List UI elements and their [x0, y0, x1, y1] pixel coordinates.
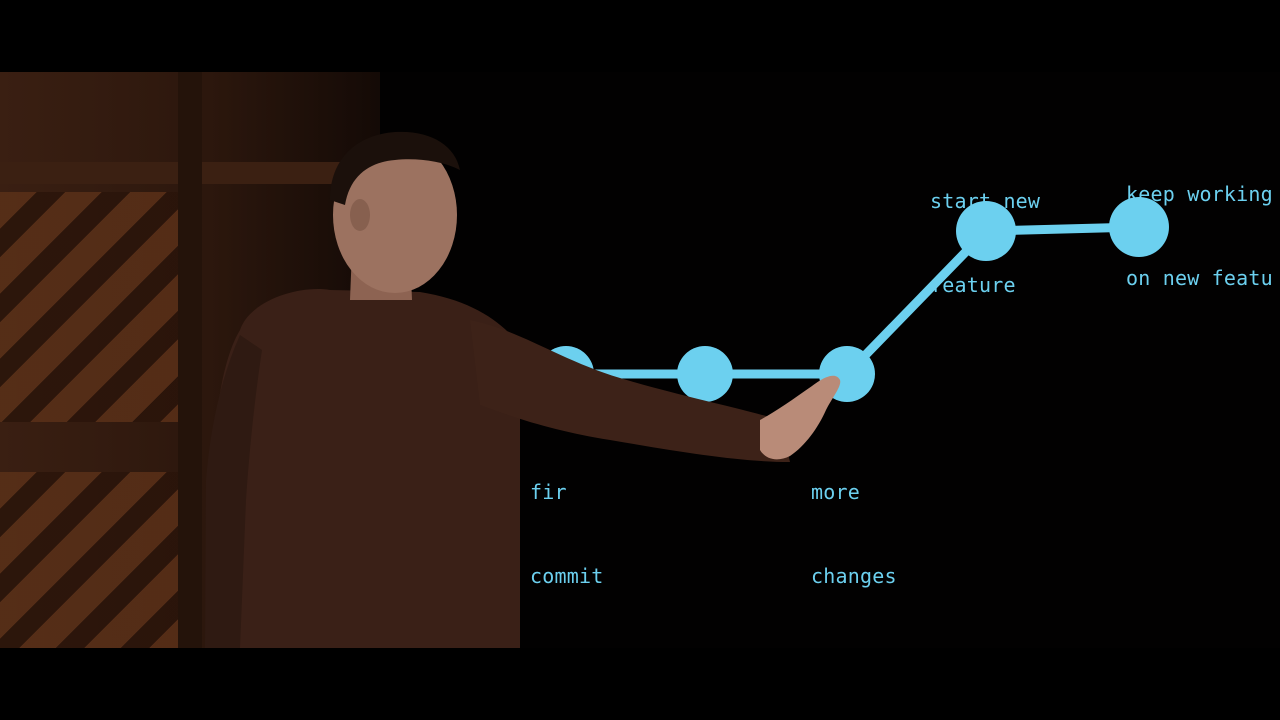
label-start-new-feature: start new feature: [930, 131, 1040, 355]
label-line: on new featu: [1126, 266, 1273, 290]
label-line: commit: [530, 564, 604, 588]
label-first-commit: fir commit: [530, 422, 603, 646]
presenter-torso: [205, 289, 520, 648]
backdrop-post: [178, 72, 202, 648]
letterbox-top: [0, 0, 1280, 72]
label-line: keep working: [1126, 182, 1273, 206]
presenter-ear: [350, 199, 370, 231]
presenter-head: [333, 137, 457, 293]
presenter-arm: [470, 320, 790, 462]
presenter-hand: [760, 375, 841, 460]
commit-node-keep-working: [1109, 197, 1169, 257]
commit-node-start-feature: [956, 201, 1016, 261]
backdrop-panel: [0, 472, 190, 648]
graph-edge: [842, 226, 991, 379]
label-line: changes: [811, 564, 897, 588]
label-more-changes: more changes: [811, 422, 897, 646]
label-line: more: [811, 480, 860, 504]
label-line: start new: [930, 189, 1041, 213]
letterbox-bottom: [0, 648, 1280, 720]
presenter-side-arm: [205, 335, 262, 648]
label-line: fir: [530, 480, 567, 504]
backdrop-panel: [0, 192, 190, 422]
label-keep-working: keep working on new featu: [1126, 124, 1273, 348]
label-line: feature: [930, 273, 1016, 297]
commit-node-second: [677, 346, 733, 402]
presenter-hair: [330, 131, 460, 205]
